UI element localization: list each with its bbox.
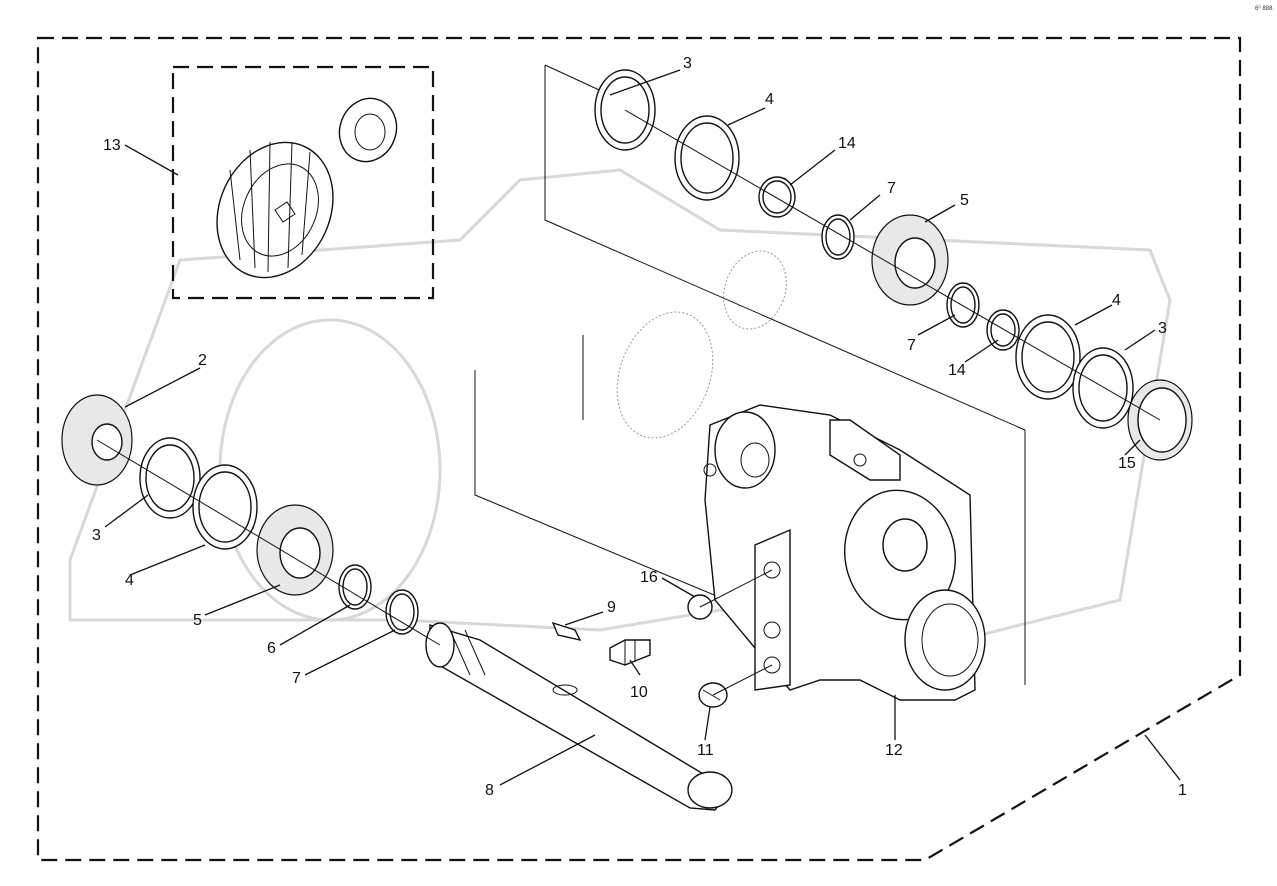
gear-set-box [171,65,435,300]
bearing-left [256,504,334,596]
callout-10: 10 [630,684,648,701]
bearing-upper [871,214,949,306]
circlip-left [139,437,201,519]
shaft-key [551,621,582,642]
ring-mid [946,282,980,328]
callout-12: 12 [885,742,903,759]
callout-3-right: 3 [1158,320,1167,337]
callout-9: 9 [607,599,616,616]
shim-left [192,464,258,550]
washer-left [338,564,372,610]
ring-lower [385,589,419,635]
callout-11: 11 [697,742,714,759]
callout-5-top: 5 [960,192,969,209]
callout-7-top: 7 [887,180,896,197]
leader-lines [104,69,1181,786]
page-reference: 6⁰ 888 [1255,5,1273,12]
callout-4-top: 4 [765,91,774,108]
callout-labels: 1 2 3 3 3 4 4 4 5 5 6 7 7 7 8 9 10 11 12… [92,55,1187,799]
callout-15: 15 [1118,455,1136,472]
callout-4-right: 4 [1112,292,1121,309]
callout-2: 2 [198,352,207,369]
callout-3-left: 3 [92,527,101,544]
ghost-gears [616,250,787,439]
callout-6: 6 [267,640,276,657]
callout-3-top: 3 [683,55,692,72]
assembly-boundary [36,36,1242,862]
callout-7-lower: 7 [292,670,301,687]
shim-right [1015,314,1081,400]
callout-14-mid: 14 [948,362,966,379]
callout-13: 13 [103,137,121,154]
callout-5-left: 5 [193,612,202,629]
input-shaft [425,622,733,811]
snap-ring-mid [986,309,1020,351]
gearbox-housing [703,404,986,701]
bevel-gear-large [216,141,334,279]
circlip-right [1072,347,1134,429]
breather-plug [609,639,651,666]
callout-14-top: 14 [838,135,856,152]
callout-4-left: 4 [125,572,134,589]
snap-ring-upper [758,176,796,218]
callout-7-mid: 7 [907,337,916,354]
ring-upper [821,214,855,260]
axis-lines [96,109,1161,696]
callout-16: 16 [640,569,658,586]
callout-8: 8 [485,782,494,799]
bevel-gear-small [338,97,398,163]
callout-1: 1 [1178,782,1187,799]
